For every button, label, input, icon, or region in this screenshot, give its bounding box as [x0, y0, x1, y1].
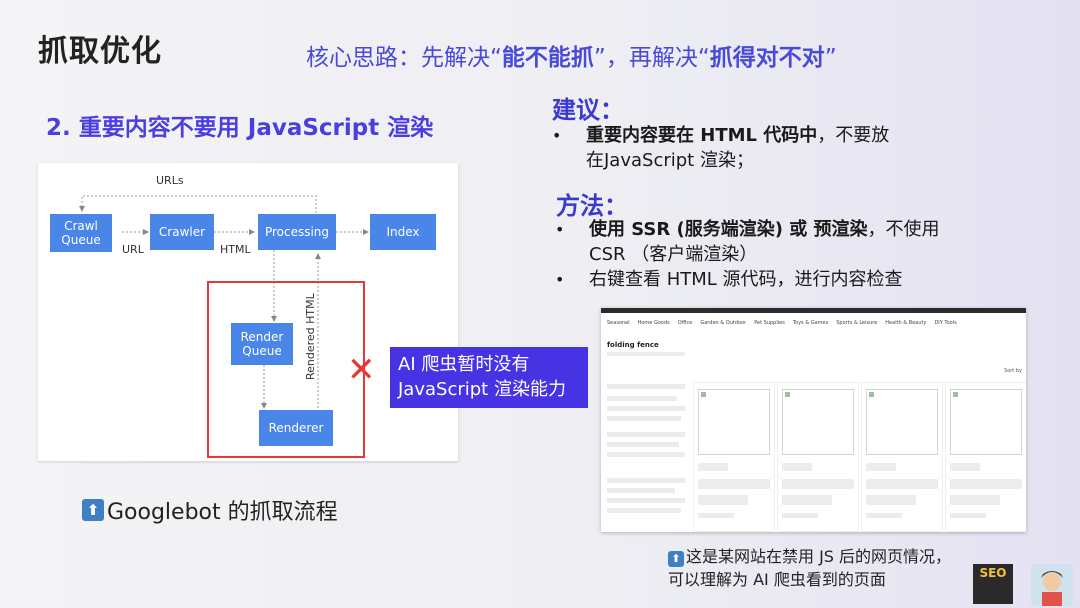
- filter-placeholder: [607, 442, 679, 447]
- advice-item: • 重要内容要在 HTML 代码中，不要放 在JavaScript 渲染；: [552, 125, 890, 171]
- page-title: folding fence: [607, 341, 659, 349]
- cross-icon: ✕: [347, 350, 376, 390]
- method-heading: 方法：: [556, 192, 628, 220]
- filter-placeholder: [607, 498, 685, 503]
- nav-item: Pet Supplies: [754, 320, 785, 326]
- up-arrow-icon: ⬆: [668, 551, 684, 567]
- crawl-queue-node: Crawl Queue: [50, 214, 112, 252]
- filter-placeholder: [607, 432, 685, 437]
- nav-item: DIY Tools: [934, 320, 957, 326]
- render-highlight-box: [207, 281, 365, 458]
- nav-item: Seasonal: [607, 320, 630, 326]
- processing-node: Processing: [258, 214, 336, 250]
- avatar: [1031, 564, 1073, 606]
- callout-line-2: JavaScript 渲染能力: [398, 379, 566, 400]
- filter-placeholder: [607, 508, 681, 513]
- filter-placeholder: [607, 384, 685, 389]
- filter-placeholder: [607, 396, 677, 401]
- nav-item: Garden & Outdoor: [700, 320, 747, 326]
- filter-placeholder: [607, 406, 685, 411]
- nav-item: Health & Beauty: [885, 320, 927, 326]
- diagram-caption: ⬆ Googlebot 的抓取流程: [82, 494, 338, 526]
- broken-image-icon: [782, 389, 854, 455]
- point-heading: 2. 重要内容不要用 JavaScript 渲染: [46, 115, 434, 141]
- ai-crawler-callout: AI 爬虫暂时没有 JavaScript 渲染能力: [390, 347, 588, 408]
- callout-line-1: AI 爬虫暂时没有: [398, 354, 530, 375]
- url-label: URL: [122, 243, 144, 256]
- sort-label: Sort by: [1004, 368, 1022, 374]
- urls-label: URLs: [156, 174, 184, 187]
- bullet-dot: •: [552, 126, 562, 145]
- nav-item: Toys & Games: [792, 320, 829, 326]
- up-arrow-icon: ⬆: [82, 499, 104, 521]
- method-item-1: • 使用 SSR (服务端渲染) 或 预渲染，不使用 CSR （客户端渲染）: [555, 219, 940, 265]
- bullet-dot: •: [555, 270, 565, 289]
- filter-placeholder: [607, 488, 675, 493]
- filter-placeholder: [607, 416, 681, 421]
- renderer-node: Renderer: [259, 410, 333, 446]
- broken-image-icon: [698, 389, 770, 455]
- render-queue-node: Render Queue: [231, 323, 293, 365]
- screenshot-caption: ⬆这是某网站在禁用 JS 后的网页情况， 可以理解为 AI 爬虫看到的页面: [668, 547, 952, 589]
- product-card: [861, 382, 943, 532]
- placeholder-bar: [607, 352, 685, 356]
- product-card: [777, 382, 859, 532]
- avatar-illustration-icon: [1031, 564, 1073, 606]
- html-label: HTML: [220, 243, 251, 256]
- filter-placeholder: [607, 452, 685, 457]
- product-card: [693, 382, 775, 532]
- crawler-node: Crawler: [150, 214, 214, 250]
- googlebot-flow-diagram: URLs Crawl Queue URL Crawler HTML Proces…: [38, 163, 458, 461]
- index-node: Index: [370, 214, 436, 250]
- filter-placeholder: [607, 478, 685, 483]
- bullet-dot: •: [555, 220, 565, 239]
- nav-item: Home Goods: [637, 320, 670, 326]
- slide-title: 抓取优化: [38, 34, 162, 69]
- category-nav: Seasonal Home Goods Office Garden & Outd…: [601, 313, 1026, 326]
- browser-top-bar: [601, 308, 1026, 313]
- advice-heading: 建议：: [552, 96, 624, 124]
- js-disabled-page-screenshot: Seasonal Home Goods Office Garden & Outd…: [601, 308, 1026, 532]
- seo-logo: SEO: [973, 564, 1013, 604]
- product-card: [945, 382, 1026, 532]
- diagram-arrows: [79, 195, 369, 409]
- slide-subtitle: 核心思路：先解决“能不能抓”，再解决“抓得对不对”: [306, 45, 837, 71]
- nav-item: Sports & Leisure: [836, 320, 878, 326]
- broken-image-icon: [950, 389, 1022, 455]
- broken-image-icon: [866, 389, 938, 455]
- method-item-2: • 右键查看 HTML 源代码，进行内容检查: [555, 269, 903, 290]
- nav-item: Office: [677, 320, 693, 326]
